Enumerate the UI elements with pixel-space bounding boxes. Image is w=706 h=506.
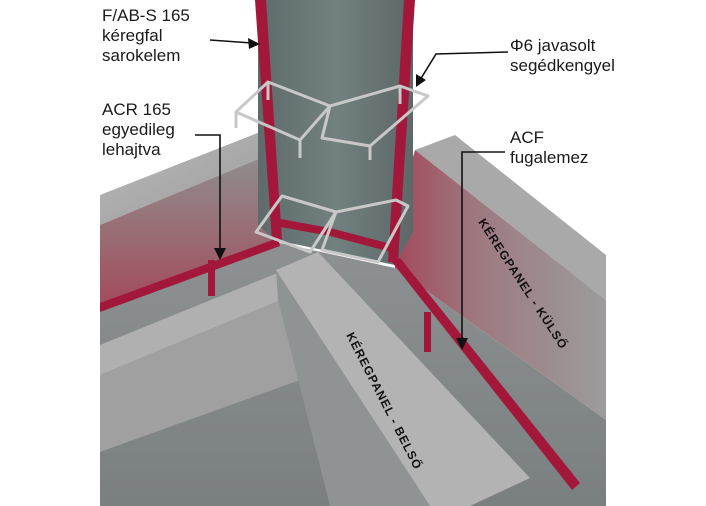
label-sarokelem-line3: sarokelem — [102, 46, 181, 65]
label-acf-line2: fugalemez — [510, 148, 589, 167]
column-bottom-left — [275, 218, 330, 236]
leader-sarokelem — [209, 39, 253, 44]
inner-panel-left-face — [100, 292, 300, 452]
arrow-head-sarokelem — [248, 38, 260, 49]
leader-segedkengyel — [419, 51, 509, 81]
label-acf-line1: ACF — [510, 128, 544, 147]
outer-panel-left-face — [100, 152, 275, 312]
label-acr-line2: egyedileg — [102, 120, 175, 139]
label-segedkengyel-line2: segédkengyel — [510, 56, 615, 75]
inner-panel-front-face — [276, 270, 430, 506]
acr-profile — [100, 238, 280, 312]
inner-panel-left-top — [100, 272, 300, 375]
arrow-head-acr — [214, 248, 226, 260]
label-acr: ACR 165 egyedileg lehajtva — [102, 100, 175, 160]
inner-panel-front-top — [276, 252, 530, 506]
label-sarokelem-line2: kéregfal — [102, 26, 163, 45]
leader-acf — [461, 151, 505, 340]
stirrup-cage — [234, 80, 430, 264]
label-acf: ACF fugalemez — [510, 128, 588, 168]
label-segedkengyel: Φ6 javasolt segédkengyel — [510, 36, 615, 76]
column-edge-right — [388, 0, 415, 262]
acf-joint-tab — [424, 312, 431, 352]
arrow-head-acf — [456, 338, 468, 350]
leader-acr — [195, 134, 221, 250]
label-sarokelem: F/AB-S 165 kéregfal sarokelem — [102, 6, 190, 66]
label-acr-line1: ACR 165 — [102, 100, 171, 119]
outer-panel-right-face — [395, 150, 606, 420]
column-core — [258, 0, 413, 265]
label-acr-line3: lehajtva — [102, 140, 161, 159]
acf-joint-plate — [392, 258, 580, 490]
label-segedkengyel-line1: Φ6 javasolt — [510, 36, 596, 55]
acr-profile-tab — [208, 260, 215, 296]
column-bottom-right — [330, 228, 395, 253]
column-edge-left — [255, 0, 282, 240]
arrow-head-segedkengyel — [416, 74, 426, 87]
outer-panel-left-top — [100, 132, 275, 225]
leader-lines — [195, 39, 509, 340]
label-sarokelem-line1: F/AB-S 165 — [102, 6, 190, 25]
arrow-heads — [214, 38, 468, 350]
